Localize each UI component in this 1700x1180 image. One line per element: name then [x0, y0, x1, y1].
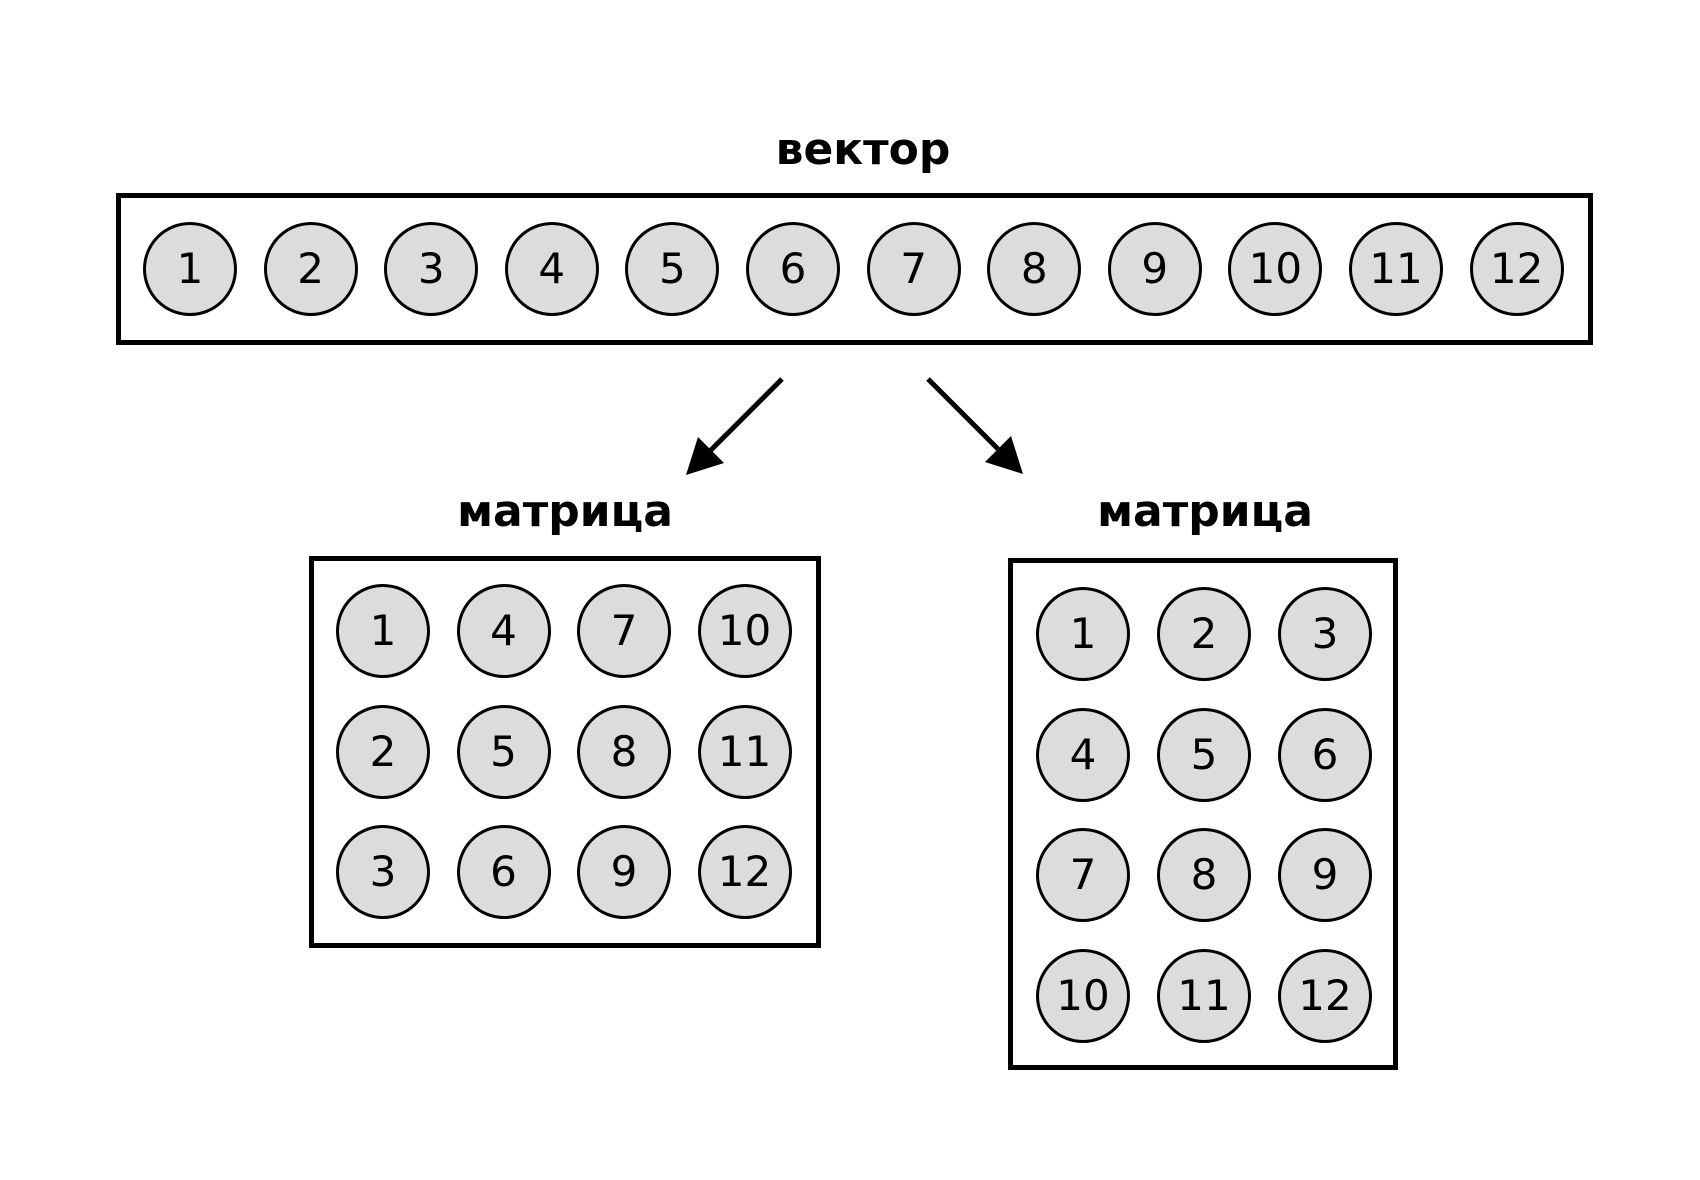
arrow-left — [686, 377, 784, 475]
cell-label: 10 — [717, 606, 772, 655]
matrix-right-cell: 3 — [1278, 587, 1372, 681]
matrix-left-cell: 5 — [456, 704, 551, 799]
matrix-right-cell: 10 — [1036, 948, 1130, 1043]
matrix-left-cell: 11 — [697, 704, 792, 799]
matrix-left-cell: 10 — [697, 584, 792, 678]
cell-label: 7 — [610, 606, 638, 655]
cell-label: 1 — [1069, 609, 1097, 658]
matrix-right-cell: 5 — [1157, 707, 1251, 802]
cell-label: 12 — [1489, 244, 1544, 293]
cell-label: 4 — [1069, 729, 1097, 779]
vector-box — [116, 193, 1593, 345]
cell-label: 8 — [610, 726, 638, 776]
vector-title: вектор — [775, 124, 951, 175]
cell-label: 9 — [1141, 244, 1169, 293]
vector-cell: 8 — [987, 222, 1082, 316]
cell-label: 2 — [297, 244, 324, 293]
cell-label: 9 — [1311, 850, 1339, 899]
cell-label: 10 — [1248, 244, 1303, 293]
cell-label: 12 — [717, 847, 772, 896]
cell-label: 8 — [1190, 850, 1218, 899]
vector-cell: 5 — [625, 222, 720, 316]
cell-label: 3 — [1311, 609, 1339, 658]
cell-label: 3 — [369, 847, 397, 896]
matrix-right-cell: 11 — [1157, 948, 1251, 1043]
vector-cell: 1 — [143, 222, 237, 316]
matrix-left-cell: 7 — [577, 584, 671, 678]
matrix-right-cell: 12 — [1278, 948, 1372, 1043]
matrix-right-cell: 7 — [1036, 828, 1130, 922]
cell-label: 1 — [369, 606, 397, 655]
vector-cell: 9 — [1107, 222, 1202, 316]
cell-label: 11 — [1369, 244, 1423, 293]
cell-label: 7 — [900, 244, 927, 293]
cell-label: 2 — [369, 726, 397, 776]
matrix-left-cell: 2 — [336, 704, 430, 799]
cell-label: 7 — [1069, 850, 1097, 899]
cell-label: 3 — [417, 244, 445, 293]
cell-label: 5 — [659, 244, 686, 293]
vector-cell: 12 — [1469, 222, 1564, 316]
matrix-left-cell: 9 — [577, 825, 671, 919]
matrix-right-cell: 6 — [1278, 707, 1372, 802]
cell-label: 12 — [1298, 970, 1352, 1020]
cell-label: 8 — [1020, 244, 1048, 293]
cell-label: 2 — [1190, 609, 1218, 658]
matrix-left-cell: 8 — [577, 704, 671, 799]
cell-label: 5 — [490, 726, 517, 776]
matrix-left-cell: 12 — [697, 825, 792, 919]
vector-cell: 4 — [504, 222, 599, 316]
cell-label: 1 — [176, 244, 204, 293]
cell-label: 6 — [779, 244, 807, 293]
matrix-left-title: матрица — [457, 486, 673, 537]
cell-label: 4 — [538, 244, 566, 293]
vector-cell: 10 — [1228, 222, 1323, 316]
cell-label: 6 — [1311, 729, 1339, 779]
matrix-right-cell: 9 — [1278, 828, 1372, 922]
matrix-right-title: матрица — [1097, 486, 1313, 537]
matrix-left-cell: 4 — [456, 584, 551, 678]
vector-cell: 3 — [384, 222, 479, 316]
matrix-right-cell: 4 — [1036, 707, 1130, 802]
matrix-right-cell: 8 — [1157, 828, 1251, 922]
cell-label: 5 — [1190, 729, 1218, 779]
matrix-right-cell: 1 — [1036, 587, 1130, 681]
cell-label: 11 — [1177, 970, 1231, 1020]
matrix-left-cell: 1 — [336, 584, 430, 678]
vector-cell: 6 — [746, 222, 840, 316]
vector-cell: 2 — [263, 222, 358, 316]
cell-label: 4 — [490, 606, 517, 655]
matrix-left-cell: 3 — [336, 825, 430, 919]
cell-label: 9 — [610, 847, 638, 896]
matrix-right-cell: 2 — [1157, 587, 1251, 681]
matrix-left-cell: 6 — [456, 825, 551, 919]
vector-cell: 7 — [866, 222, 961, 316]
arrow-right — [926, 377, 1023, 474]
cell-label: 10 — [1056, 970, 1110, 1020]
cell-label: 6 — [490, 847, 517, 896]
cell-label: 11 — [717, 726, 772, 776]
vector-cell: 11 — [1349, 222, 1443, 316]
